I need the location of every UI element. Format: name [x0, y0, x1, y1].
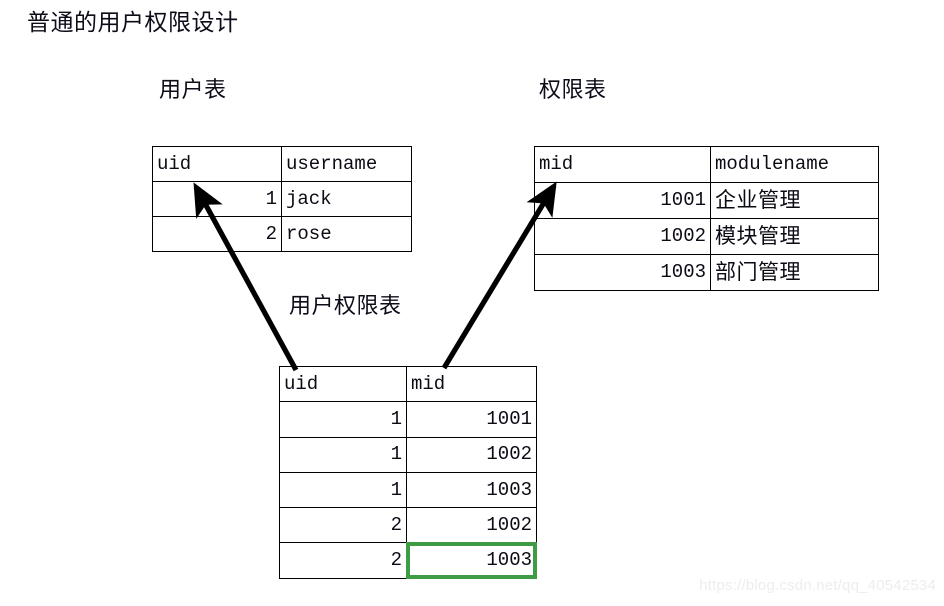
watermark: https://blog.csdn.net/qq_40542534: [699, 577, 936, 594]
users-col-username: username: [281, 146, 412, 182]
table-row: 2 1002: [279, 507, 537, 544]
table-row: 1003 部门管理: [534, 254, 879, 291]
table-header-row: uid mid: [279, 365, 537, 403]
modules-cell-mid: 1001: [534, 182, 711, 219]
users-table: uid username 1 jack 2 rose: [152, 146, 412, 252]
users-cell-uid: 1: [152, 181, 282, 217]
user-module-cell-mid: 1001: [406, 401, 537, 438]
table-row: 1 1002: [279, 436, 537, 473]
user-module-col-uid: uid: [279, 365, 407, 403]
user-module-cell-mid: 1002: [406, 436, 537, 473]
user-module-cell-uid: 2: [279, 507, 407, 544]
table-row: 2 1003: [279, 542, 537, 579]
user-module-cell-mid: 1002: [406, 507, 537, 544]
user-module-cell-uid: 1: [279, 401, 407, 438]
modules-col-modulename: modulename: [710, 146, 879, 183]
users-table-caption: 用户表: [159, 77, 227, 102]
user-module-cell-uid: 1: [279, 471, 407, 509]
page-title: 普通的用户权限设计: [27, 10, 239, 35]
modules-table-caption: 权限表: [539, 77, 607, 102]
table-row: 2 rose: [152, 216, 412, 252]
users-col-uid: uid: [152, 146, 282, 182]
modules-cell-mid: 1003: [534, 254, 711, 291]
modules-cell-modulename: 部门管理: [710, 254, 879, 291]
table-row: 1 1003: [279, 471, 537, 509]
table-row: 1001 企业管理: [534, 182, 879, 219]
modules-col-mid: mid: [534, 146, 711, 183]
table-row: 1 1001: [279, 401, 537, 438]
users-cell-uid: 2: [152, 216, 282, 252]
users-cell-username: jack: [281, 181, 412, 217]
user-module-cell-mid: 1003: [406, 471, 537, 509]
user-module-cell-mid-highlighted: 1003: [406, 542, 537, 579]
user-module-cell-uid: 2: [279, 542, 407, 579]
table-header-row: mid modulename: [534, 146, 879, 183]
user-module-table: uid mid 1 1001 1 1002 1 1003 2 1002 2 10…: [279, 365, 537, 579]
table-row: 1002 模块管理: [534, 218, 879, 255]
modules-cell-mid: 1002: [534, 218, 711, 255]
user-module-table-caption: 用户权限表: [289, 293, 402, 318]
users-cell-username: rose: [281, 216, 412, 252]
table-row: 1 jack: [152, 181, 412, 217]
table-header-row: uid username: [152, 146, 412, 182]
user-module-cell-uid: 1: [279, 436, 407, 473]
modules-cell-modulename: 企业管理: [710, 182, 879, 219]
modules-table: mid modulename 1001 企业管理 1002 模块管理 1003 …: [534, 146, 879, 291]
user-module-col-mid: mid: [406, 365, 537, 403]
modules-cell-modulename: 模块管理: [710, 218, 879, 255]
